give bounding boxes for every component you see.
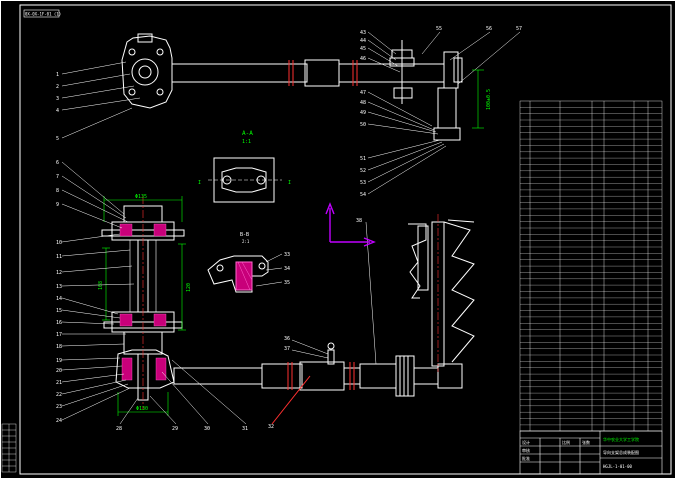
detail-mark-left: I [198, 180, 201, 186]
leader-label-19: 19 [56, 358, 62, 364]
leader-label-51: 51 [360, 156, 366, 162]
section-a-label: A-A [242, 130, 253, 137]
top-assembly [121, 33, 463, 141]
leader-label-2: 2 [56, 84, 59, 90]
leader-label-4: 4 [56, 108, 59, 114]
leader-label-35: 35 [284, 280, 290, 286]
leader-label-29: 29 [172, 426, 178, 432]
margin-table [1, 423, 17, 473]
leader-label-36: 36 [284, 336, 290, 342]
tb-scale-label: 比例 [562, 439, 570, 445]
leader-label-48: 48 [360, 100, 366, 106]
leader-label-45: 45 [360, 46, 366, 52]
tb-designer-label: 设计 [522, 439, 530, 445]
leader-label-53: 53 [360, 180, 366, 186]
leader-label-17: 17 [56, 332, 62, 338]
leader-label-3: 3 [56, 96, 59, 102]
dim-top-diameter: Φ135 [135, 194, 147, 200]
view-axis-arrow [325, 202, 376, 247]
leader-label-32: 32 [268, 424, 274, 430]
right-vertical-dim [472, 69, 484, 129]
shaft-leader-labels: 6 7 8 9 10 11 12 13 14 15 16 17 18 19 20… [56, 160, 248, 432]
section-b-scale: 2:1 [242, 239, 250, 244]
leader-label-21: 21 [56, 380, 62, 386]
leader-label-24: 24 [56, 418, 62, 424]
tb-school: 华中农业大学工学院 [603, 436, 639, 442]
shaft-dims [102, 196, 186, 416]
section-b-label: B-B [240, 232, 249, 238]
leader-label-50: 50 [360, 122, 366, 128]
bottom-tube [173, 342, 463, 397]
section-b-leaders [255, 253, 283, 287]
leader-label-7: 7 [56, 174, 59, 180]
leader-label-33: 33 [284, 252, 290, 258]
shaft-hatch [119, 223, 167, 381]
leader-label-15: 15 [56, 308, 62, 314]
parts-list-rows [520, 107, 662, 426]
tb-code: HGJL-1-01-00 [603, 464, 632, 469]
leader-label-57: 57 [516, 26, 522, 32]
inner-frame [19, 4, 672, 475]
mid-leaders [291, 221, 377, 365]
leader-label-38: 38 [356, 218, 362, 224]
zigzag-guide [408, 219, 475, 367]
section-a-view [208, 157, 282, 203]
leader-label-37: 37 [284, 346, 290, 352]
shaft-leaders [61, 161, 247, 425]
leader-label-46: 46 [360, 56, 366, 62]
detail-mark-right: I [288, 180, 291, 186]
top-right-labels: 43 44 45 46 47 48 49 50 51 52 53 54 55 5… [360, 26, 522, 198]
leader-label-31: 31 [242, 426, 248, 432]
leader-label-55: 55 [436, 26, 442, 32]
dim-left-height: 108 [98, 281, 104, 290]
leader-label-22: 22 [56, 392, 62, 398]
leader-label-13: 13 [56, 284, 62, 290]
corner-stamp-box [23, 9, 60, 18]
leader-label-44: 44 [360, 38, 366, 44]
dim-v-right: 100±0.5 [486, 89, 492, 110]
leader-label-9: 9 [56, 202, 59, 208]
leader-label-8: 8 [56, 188, 59, 194]
tb-title: 导向支架总成装配图 [603, 449, 639, 455]
leader-label-28: 28 [116, 426, 122, 432]
leader-label-12: 12 [56, 270, 62, 276]
tb-approver-label: 批准 [522, 455, 530, 461]
tb-sheet-label: 张数 [582, 439, 590, 445]
leader-label-20: 20 [56, 368, 62, 374]
leader-label-18: 18 [56, 344, 62, 350]
top-tube-cut-marks [288, 60, 358, 86]
dim-right-height: 120 [186, 283, 192, 292]
tb-checker-label: 审核 [522, 447, 530, 453]
leader-label-10: 10 [56, 240, 62, 246]
leader-label-5: 5 [56, 136, 59, 142]
leader-label-23: 23 [56, 404, 62, 410]
leader-label-34: 34 [284, 266, 290, 272]
dim-bottom-diameter: Φ130 [136, 406, 148, 412]
section-b-view [207, 255, 269, 293]
section-a-scale: 1:1 [242, 139, 251, 145]
leader-label-43: 43 [360, 30, 366, 36]
leader-label-11: 11 [56, 254, 62, 260]
leader-label-16: 16 [56, 320, 62, 326]
leader-label-14: 14 [56, 296, 62, 302]
leader-label-56: 56 [486, 26, 492, 32]
bottom-tube-cut-marks [271, 362, 355, 425]
title-block [519, 430, 663, 475]
leader-label-54: 54 [360, 192, 366, 198]
leader-label-52: 52 [360, 168, 366, 174]
top-leaders [61, 31, 521, 195]
leader-label-47: 47 [360, 90, 366, 96]
top-left-labels: 1 2 3 4 5 [56, 72, 59, 142]
leader-label-30: 30 [204, 426, 210, 432]
leader-label-49: 49 [360, 110, 366, 116]
leader-label-6: 6 [56, 160, 59, 166]
leader-label-1: 1 [56, 72, 59, 78]
corner-stamp: 0X-0X-1F-01 (1) [25, 12, 61, 17]
